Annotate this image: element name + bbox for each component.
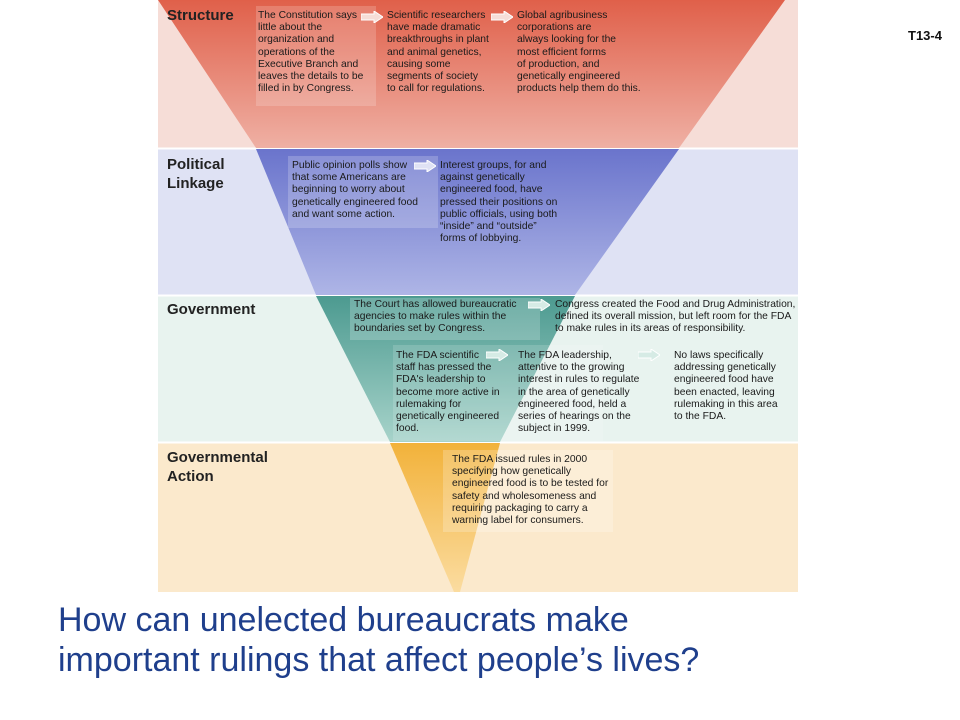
government-text-congress: Congress created the Food and Drug Admin… — [555, 299, 796, 335]
right-arrow-icon — [528, 299, 550, 311]
funnel-government — [316, 296, 575, 442]
linkage-text-interest-groups: Interest groups, for and against genetic… — [440, 160, 558, 245]
band-label-governmental-action: Governmental Action — [167, 449, 268, 485]
funnel-linkage — [256, 149, 679, 295]
band-label-government: Government — [167, 301, 256, 318]
band-label-structure: Structure — [167, 7, 234, 24]
right-arrow-icon — [638, 349, 660, 361]
band-label-political-linkage: Political Linkage — [167, 156, 225, 192]
funnel-action — [390, 443, 500, 592]
government-text-no-laws: No laws specifically addressing genetica… — [674, 350, 778, 423]
government-text-fda-staff: The FDA scientific staff has pressed the… — [396, 350, 500, 435]
funnel-structure — [158, 0, 785, 148]
question-line-1: How can unelected bureaucrats make — [58, 601, 629, 639]
linkage-text-opinion-polls: Public opinion polls show that some Amer… — [292, 160, 418, 220]
government-text-court: The Court has allowed bureaucratic agenc… — [354, 299, 517, 335]
question-line-2: important rulings that affect people’s l… — [58, 641, 700, 679]
slide-id: T13-4 — [908, 28, 942, 43]
action-text-fda-rules: The FDA issued rules in 2000 specifying … — [452, 454, 609, 527]
funnel-graphic — [158, 0, 798, 592]
right-arrow-icon — [414, 160, 436, 172]
right-arrow-icon — [486, 349, 508, 361]
funnel-diagram: Structure Political Linkage Government G… — [158, 0, 798, 592]
structure-text-scientific: Scientific researchers have made dramati… — [387, 10, 489, 95]
structure-text-constitution: The Constitution says little about the o… — [258, 10, 364, 95]
right-arrow-icon — [491, 11, 513, 23]
right-arrow-icon — [361, 11, 383, 23]
government-text-fda-leadership: The FDA leadership, attentive to the gro… — [518, 350, 640, 435]
slide-question: How can unelected bureaucrats make impor… — [58, 600, 938, 680]
structure-text-agribusiness: Global agribusiness corporations are alw… — [517, 10, 641, 95]
